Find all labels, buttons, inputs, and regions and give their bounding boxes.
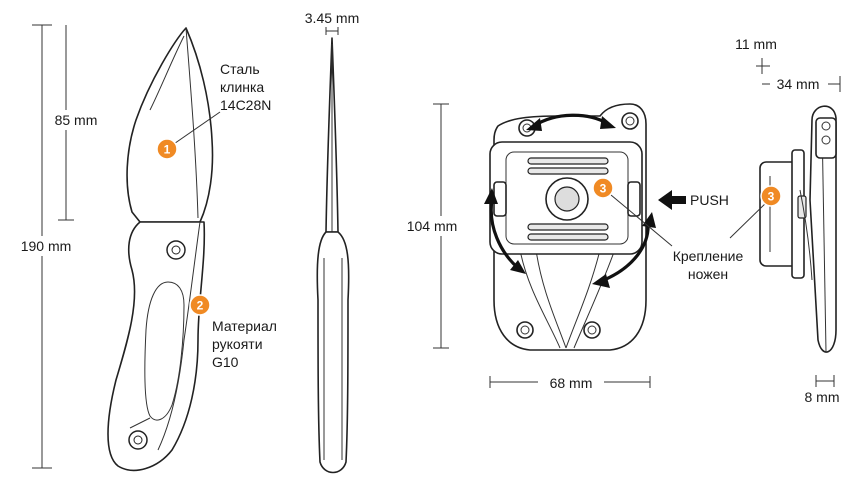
knife-edge-view: 3.45 mm <box>305 10 359 474</box>
clip-thickness-label: 8 mm <box>805 389 840 405</box>
sheath-front-view: 104 mm 68 mm <box>400 103 744 392</box>
push-indicator: PUSH <box>658 190 729 210</box>
callout-2: 2 Материал рукояти G10 <box>189 294 277 370</box>
clip-offset-dimension: 11 mm <box>735 36 777 74</box>
callout-3-line-1: Крепление <box>673 248 744 264</box>
blade-length-dimension: 85 mm <box>48 25 106 221</box>
callout-3-line-2: ножен <box>688 266 728 282</box>
svg-text:3: 3 <box>600 182 607 196</box>
push-label: PUSH <box>690 192 729 208</box>
clip-width-dimension: 34 mm <box>762 74 841 94</box>
clip-thickness-dimension: 8 mm <box>805 375 840 405</box>
handle-edge-profile <box>316 231 350 474</box>
svg-text:2: 2 <box>197 299 204 313</box>
callout-2-badge <box>189 294 211 316</box>
total-length-dimension: 190 mm <box>14 24 78 469</box>
callout-1: 1 Сталь клинка 14C28N <box>156 61 271 160</box>
svg-text:1: 1 <box>164 143 171 157</box>
sheath-width-dimension: 68 mm <box>489 372 651 392</box>
clip-width-label: 34 mm <box>777 76 820 92</box>
callout-3-side-badge <box>760 185 782 207</box>
blade-length-label: 85 mm <box>55 112 98 128</box>
sheath-height-dimension: 104 mm <box>400 103 466 349</box>
sheath-side-profile <box>809 105 837 353</box>
sheath-height-label: 104 mm <box>407 218 458 234</box>
callout-1-line-1: Сталь <box>220 61 260 77</box>
rotation-arrows <box>484 113 656 288</box>
callout-2-line-2: рукояти <box>212 336 263 352</box>
callout-1-line-3: 14C28N <box>220 97 271 113</box>
sheath-width-label: 68 mm <box>550 375 593 391</box>
handle-cutout <box>144 281 185 421</box>
handle-bolt-upper <box>166 240 186 260</box>
callout-2-line-3: G10 <box>212 354 239 370</box>
svg-text:3: 3 <box>768 190 775 204</box>
clip-offset-label: 11 mm <box>735 36 777 52</box>
blade-outline <box>126 27 214 223</box>
callout-3-front-badge <box>592 177 614 199</box>
handle-outline <box>107 221 206 472</box>
blade-thickness-label: 3.45 mm <box>305 10 359 26</box>
callout-1-badge <box>156 138 178 160</box>
callout-3-front: 3 <box>592 177 673 247</box>
lanyard-hole <box>128 430 148 450</box>
sheath-side-view: 11 mm 34 mm 3 <box>729 36 841 405</box>
callout-2-line-1: Материал <box>212 318 277 334</box>
callout-1-line-2: клинка <box>220 79 264 95</box>
knife-side-view: 190 mm 85 mm 1 Сталь клинка <box>14 24 277 472</box>
total-length-label: 190 mm <box>21 238 72 254</box>
callout-3-side: 3 <box>729 185 782 239</box>
